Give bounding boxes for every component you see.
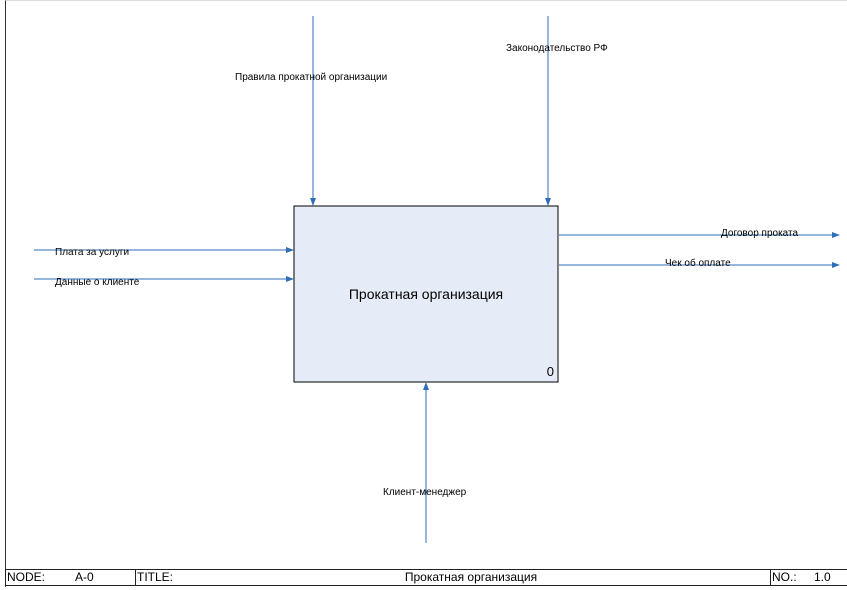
footer-divider — [135, 570, 136, 585]
activity-number: 0 — [546, 364, 554, 379]
activity-title: Прокатная организация — [348, 286, 504, 302]
footer-title-label: TITLE: — [137, 570, 174, 584]
control-label-rules: Правила прокатной организации — [235, 72, 388, 83]
diagram-footer: NODE: A-0 TITLE: Прокатная организация N… — [5, 569, 847, 586]
footer-no-value: 1.0 — [814, 570, 831, 584]
footer-no-label: NO.: — [772, 570, 797, 584]
output-label-receipt: Чек об оплате — [665, 258, 731, 269]
input-label-client-data: Данные о клиенте — [55, 277, 140, 288]
footer-divider — [770, 570, 771, 585]
footer-node-value: A-0 — [75, 570, 94, 584]
activity-box[interactable] — [293, 205, 559, 383]
control-label-law: Законодательство РФ — [506, 43, 608, 54]
input-label-payment: Плата за услуги — [55, 247, 130, 258]
footer-title-value: Прокатная организация — [404, 570, 538, 584]
footer-node-label: NODE: — [7, 570, 46, 584]
diagram-frame — [5, 0, 847, 587]
output-label-contract: Договор проката — [721, 228, 799, 239]
mechanism-label-manager: Клиент-менеджер — [383, 487, 467, 498]
